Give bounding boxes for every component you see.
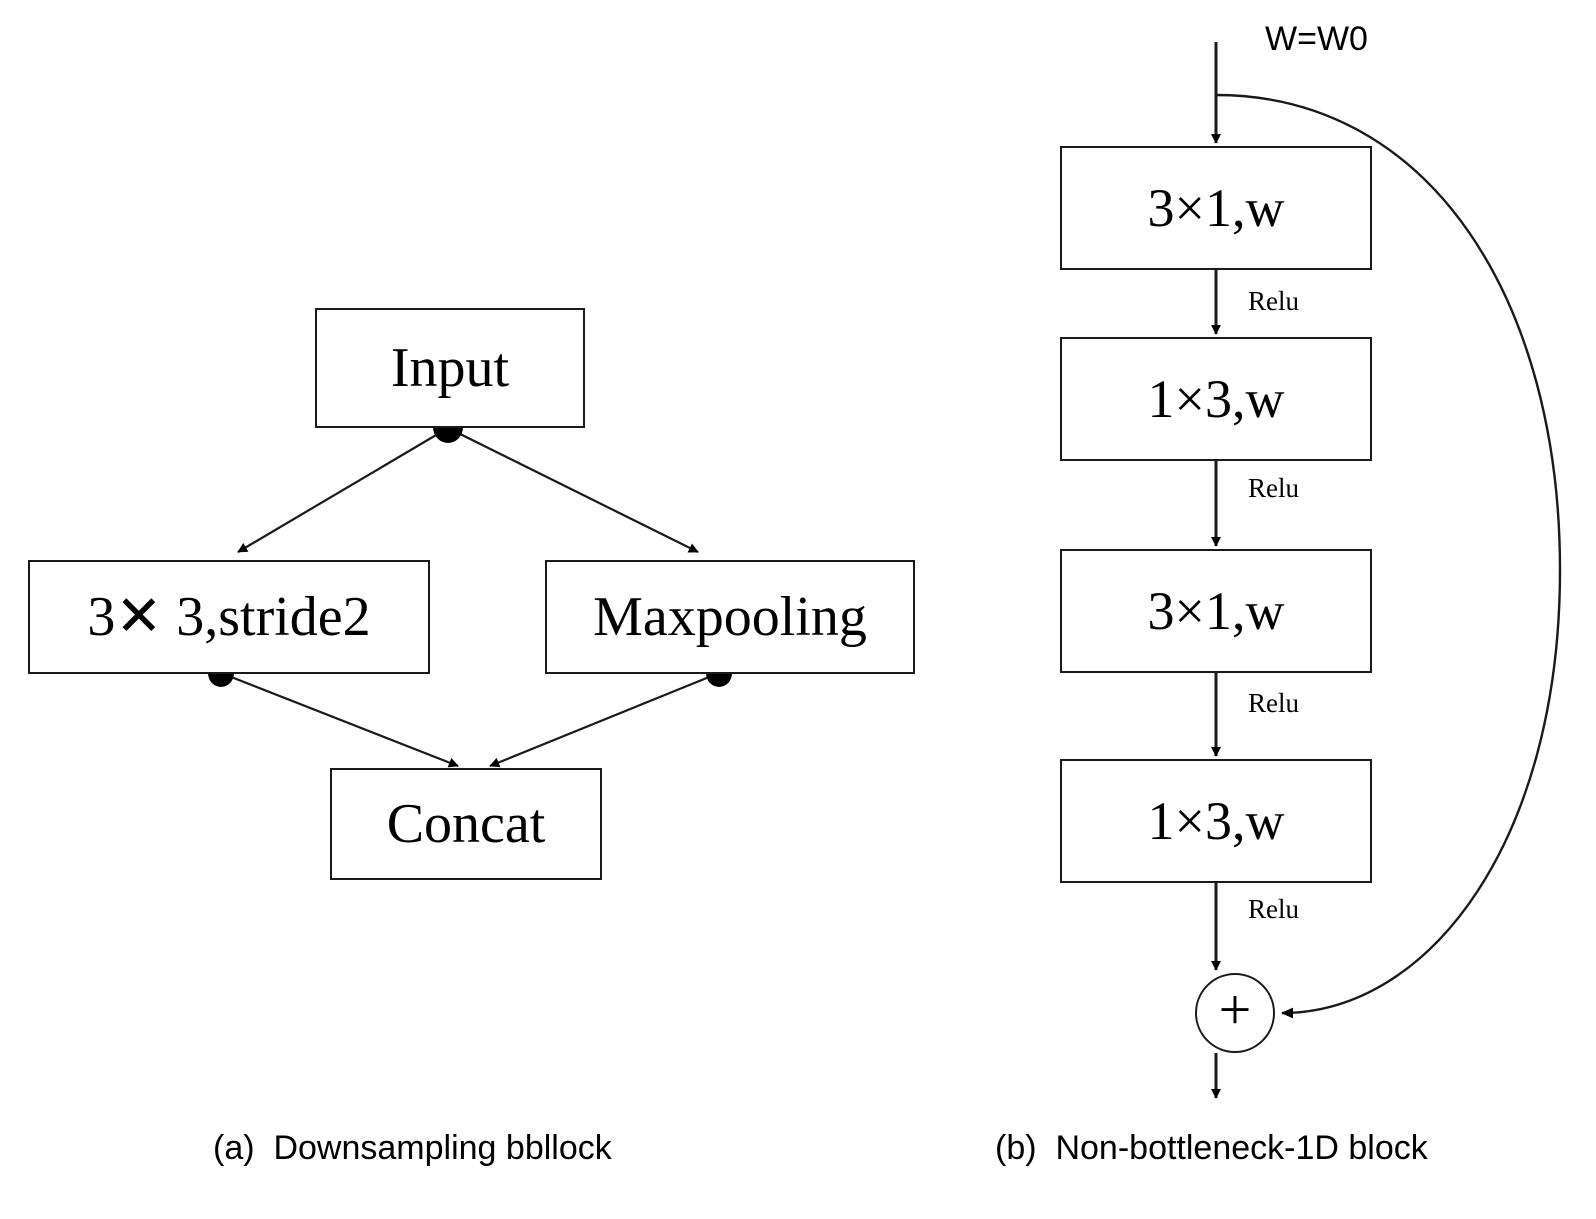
plus-icon: + xyxy=(1218,977,1252,1042)
edge-label-relu-2: Relu xyxy=(1248,473,1299,503)
edge-conv-to-concat xyxy=(220,671,459,768)
node-conv-3x3-stride2[interactable]: 3✕ 3,stride2 xyxy=(28,560,430,674)
node-conv-3x1-w-second-label: 3×1,w xyxy=(1147,581,1285,641)
caption-panel-b-text: Non-bottleneck-1D block xyxy=(1055,1129,1428,1167)
node-conv-1x3-w-first[interactable]: 1×3,w xyxy=(1060,337,1372,461)
edge-label-relu-1: Relu xyxy=(1248,286,1299,316)
caption-panel-a-text: Downsampling bbllock xyxy=(273,1129,612,1167)
node-conv-3x1-w-first-label: 3×1,w xyxy=(1147,178,1285,238)
node-input[interactable]: Input xyxy=(315,308,585,428)
panel-downsampling-block: Input 3✕ 3,stride2 Maxpooling Concat (a)… xyxy=(28,308,915,1165)
caption-panel-b: (b) Non-bottleneck-1D block xyxy=(995,1131,1428,1165)
edge-skip-connection xyxy=(1215,93,1562,1019)
edge-maxpool-to-concat xyxy=(489,671,720,768)
node-concat-label: Concat xyxy=(386,793,546,855)
caption-panel-b-index: (b) xyxy=(995,1129,1037,1167)
node-conv-1x3-w-second-label: 1×3,w xyxy=(1147,791,1285,851)
edge-input-to-maxpool xyxy=(447,427,699,553)
panel-b-edges xyxy=(1210,42,1562,1099)
edge-label-relu-3: Relu xyxy=(1248,688,1299,718)
panel-non-bottleneck-1d-block: W=W0 3×1,w Relu 1×3,w Relu 3×1,w Relu 1×… xyxy=(960,0,1596,1219)
node-concat[interactable]: Concat xyxy=(330,768,602,880)
node-conv-1x3-w-second[interactable]: 1×3,w xyxy=(1060,759,1372,883)
edge-input-to-conv xyxy=(237,427,449,553)
node-conv-3x1-w-first[interactable]: 3×1,w xyxy=(1060,146,1372,270)
node-input-label: Input xyxy=(390,337,510,399)
edge-label-relu-4: Relu xyxy=(1248,894,1299,924)
node-maxpooling[interactable]: Maxpooling xyxy=(545,560,915,674)
node-sum-operator[interactable]: + xyxy=(1195,973,1275,1053)
caption-panel-a: (a) Downsampling bbllock xyxy=(213,1131,612,1165)
caption-panel-a-index: (a) xyxy=(213,1129,255,1167)
width-label: W=W0 xyxy=(1265,20,1368,58)
node-conv-3x3-stride2-label: 3✕ 3,stride2 xyxy=(87,586,371,648)
node-conv-1x3-w-first-label: 1×3,w xyxy=(1147,369,1285,429)
node-maxpooling-label: Maxpooling xyxy=(593,586,867,648)
node-conv-3x1-w-second[interactable]: 3×1,w xyxy=(1060,549,1372,673)
